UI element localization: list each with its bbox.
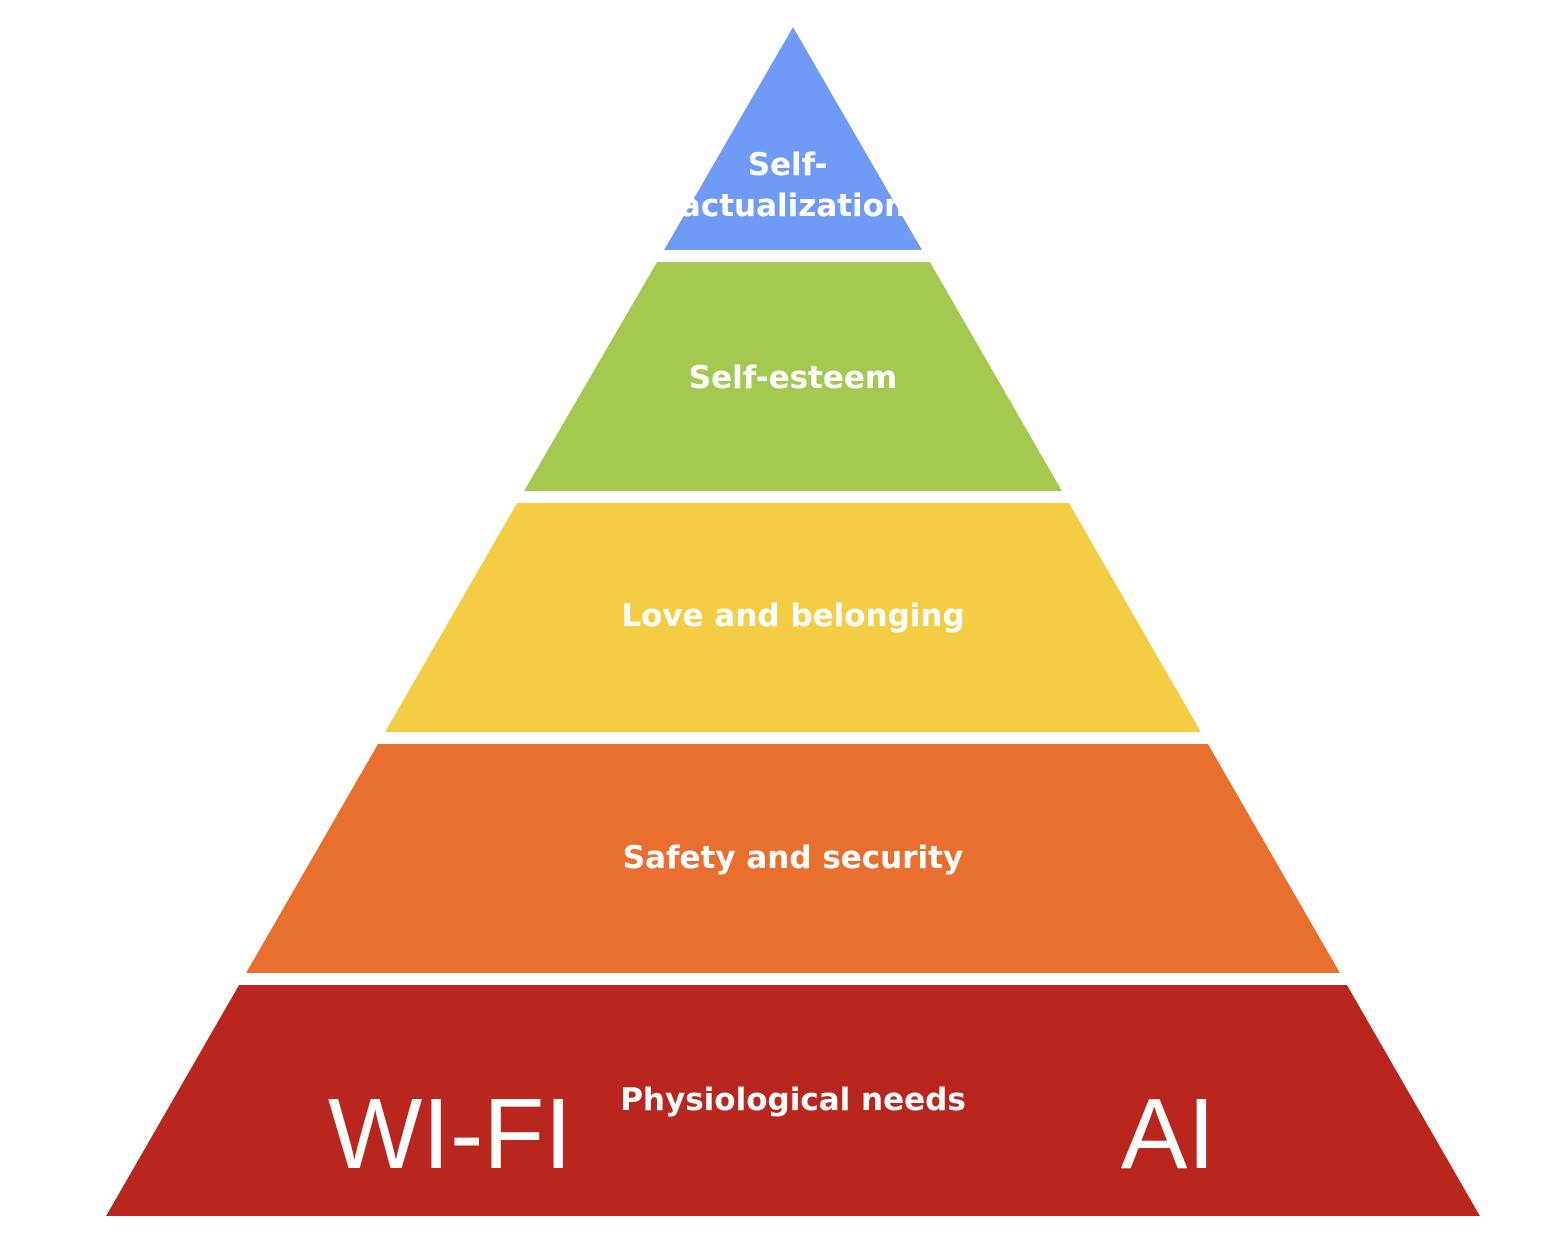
- overlay-label-ai: AI: [1121, 1078, 1215, 1190]
- overlay-label-wifi: WI-FI: [328, 1078, 572, 1190]
- tier-self-actualization-label-line-2: actualization: [680, 188, 906, 224]
- tier-self-esteem-shape: [524, 262, 1062, 491]
- tier-physiological-needs-label: Physiological needs: [620, 1082, 966, 1118]
- tier-love-belonging-shape: [385, 503, 1201, 732]
- tier-safety-security-shape: [246, 744, 1340, 973]
- tier-self-actualization: Self- actualization: [664, 27, 922, 250]
- tier-self-actualization-shape: [664, 27, 922, 250]
- tier-safety-security: Safety and security: [246, 744, 1340, 973]
- tier-self-esteem: Self-esteem: [524, 262, 1062, 491]
- tier-love-belonging: Love and belonging: [385, 503, 1201, 732]
- tier-self-actualization-label: Self- actualization: [680, 147, 906, 224]
- tier-self-esteem-label: Self-esteem: [689, 360, 897, 396]
- tier-love-belonging-label: Love and belonging: [621, 598, 964, 634]
- tier-safety-security-label: Safety and security: [623, 840, 963, 876]
- tier-self-actualization-label-line-1: Self-: [748, 147, 828, 183]
- tier-physiological-needs-shape: [106, 985, 1480, 1216]
- tier-physiological-needs: Physiological needs WI-FI AI: [106, 985, 1480, 1216]
